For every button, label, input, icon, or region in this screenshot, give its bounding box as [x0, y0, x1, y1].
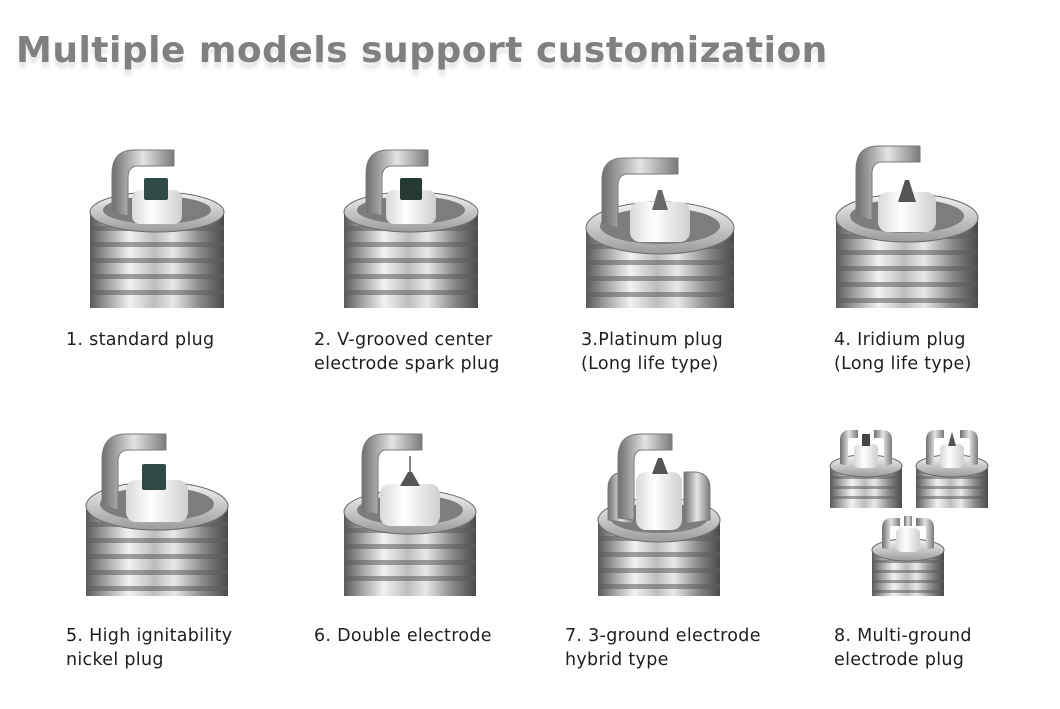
caption-line-2: (Long life type)	[834, 354, 972, 374]
spark-plug-shell	[597, 433, 721, 596]
caption-line-2: hybrid type	[565, 650, 669, 670]
caption-line-1: 4. Iridium plug	[834, 330, 966, 350]
caption-multi-ground-plug: 8. Multi-ground electrode plug	[834, 624, 972, 672]
caption-line-1: 1. standard plug	[66, 330, 215, 350]
spark-plug-shell	[585, 157, 735, 308]
caption-iridium-plug: 4. Iridium plug (Long life type)	[834, 328, 972, 376]
caption-line-1: 3.Platinum plug	[581, 330, 724, 350]
caption-standard-plug: 1. standard plug	[66, 328, 214, 352]
spark-plug-shell	[343, 149, 479, 308]
caption-v-grooved-plug: 2. V-grooved center electrode spark plug	[314, 328, 500, 376]
caption-platinum-plug: 3.Platinum plug (Long life type)	[581, 328, 723, 376]
page-title: Multiple models support customization	[16, 30, 828, 71]
caption-line-2: electrode spark plug	[314, 354, 500, 374]
multi-ground-plug-small-1	[829, 430, 903, 508]
caption-line-2: nickel plug	[66, 650, 164, 670]
spark-plug-shell	[835, 145, 979, 308]
standard-plug-image	[82, 140, 232, 310]
caption-line-2: (Long life type)	[581, 354, 719, 374]
spark-plug-shell	[85, 433, 229, 596]
multi-ground-plug-image	[828, 424, 1008, 600]
caption-line-1: 2. V-grooved center	[314, 330, 493, 350]
multi-ground-plug-small-3	[871, 516, 945, 596]
iridium-plug-image	[832, 140, 982, 310]
caption-line-1: 7. 3-ground electrode	[565, 626, 761, 646]
v-grooved-plug-image	[336, 140, 486, 310]
caption-three-ground-plug: 7. 3-ground electrode hybrid type	[565, 624, 761, 672]
platinum-plug-image	[580, 140, 740, 310]
spark-plug-shell	[343, 433, 477, 596]
nickel-plug-image	[82, 428, 232, 598]
caption-line-1: 6. Double electrode	[314, 626, 492, 646]
spark-plug-shell	[89, 149, 225, 308]
caption-line-1: 5. High ignitability	[66, 626, 233, 646]
multi-ground-plug-small-2	[915, 430, 989, 508]
caption-line-2: electrode plug	[834, 650, 965, 670]
caption-nickel-plug: 5. High ignitability nickel plug	[66, 624, 232, 672]
caption-line-1: 8. Multi-ground	[834, 626, 972, 646]
caption-double-electrode-plug: 6. Double electrode	[314, 624, 492, 648]
double-electrode-plug-image	[340, 428, 480, 598]
three-ground-plug-image	[594, 428, 724, 598]
